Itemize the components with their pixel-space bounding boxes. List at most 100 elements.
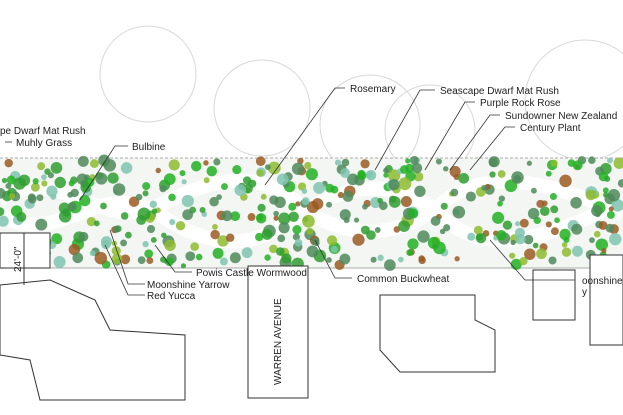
plant-symbol [509,252,516,259]
plant-symbol [1,177,8,184]
plant-symbol [32,178,39,185]
plant-symbol [111,253,123,265]
plant-symbol [550,227,559,236]
plant-symbol [234,184,247,196]
plant-symbol [255,232,264,242]
svg-text:24'-0": 24'-0" [13,246,24,272]
plant-symbol [337,191,344,199]
plant-symbol [497,170,506,178]
plant-symbol [609,232,622,246]
plant-symbol [179,170,186,177]
plant-symbol [311,198,324,210]
label-moonshine-right-2: y [582,287,587,298]
dimension: 24'-0" [13,233,25,285]
plant-symbol [408,208,419,219]
plant-symbol [502,220,513,230]
plant-symbol [120,162,133,174]
plant-symbol [181,179,187,185]
buildings [0,232,623,401]
plant-symbol [362,203,368,210]
plant-symbol [400,165,409,174]
planting-bed [0,154,623,271]
plant-symbol [67,202,77,212]
plant-symbol [306,245,319,258]
plant-symbol [304,161,312,170]
plant-symbol [550,159,558,167]
plant-symbol [142,182,151,191]
street-label: WARREN AVENUE [273,298,284,385]
plant-symbol [440,202,448,210]
plant-symbol [306,227,314,235]
plant-symbol [256,213,264,221]
plant-symbol [549,193,557,201]
plant-symbol [260,193,267,200]
plant-symbol [334,159,342,166]
plant-symbol [585,189,597,201]
plant-symbol [606,210,615,219]
plant-symbol [269,244,278,254]
plant-symbol [571,245,583,257]
plant-symbol [339,253,351,265]
plant-symbol [571,223,583,235]
plant-symbol [370,256,377,263]
plant-symbol [545,221,552,228]
plant-symbol [261,228,273,240]
plant-symbol [510,239,516,246]
plant-symbol [50,162,63,174]
plant-symbol [182,209,194,221]
plant-symbol [481,184,488,191]
plant-labels: pe Dwarf Mat Rush Muhly Grass Bulbine Ro… [0,84,623,302]
plant-symbol [54,176,66,189]
plant-symbol [405,158,411,164]
plant-symbol [605,223,615,233]
plant-symbol [607,157,613,164]
label-seascape-left: pe Dwarf Mat Rush [0,126,86,137]
plant-symbol [135,193,143,201]
plant-symbol [489,171,496,178]
plant-symbol [341,158,350,167]
plant-symbol [93,220,100,227]
plant-symbol [185,251,196,262]
label-sundowner: Sundowner New Zealand [505,111,617,122]
plant-symbol [536,248,547,260]
plant-symbol [353,217,360,223]
plant-symbol [374,227,381,233]
plant-symbol [541,200,548,207]
plant-symbol [608,206,614,212]
plant-symbol [4,158,13,168]
plant-symbol [366,170,374,178]
plant-symbol [165,257,174,267]
plant-symbol [9,192,16,200]
plant-symbol [514,227,525,238]
plant-symbol [229,252,241,264]
plant-symbol [159,185,167,193]
plant-symbol [388,179,400,191]
plant-symbol [559,174,572,188]
plant-symbol [146,257,154,265]
plant-symbol [492,211,505,224]
plant-symbol [545,170,552,177]
plant-symbol [125,231,132,239]
plant-symbol [221,210,233,222]
plant-symbol [326,235,338,246]
plant-symbol [274,196,286,209]
plant-symbol [90,159,99,168]
plant-symbol [6,175,16,185]
plant-symbol [257,203,266,212]
plant-symbol [267,161,281,175]
plant-symbol [360,159,370,169]
plant-symbol [366,230,376,240]
plant-symbol [72,252,84,264]
plant-symbol [617,179,623,188]
plant-symbol [164,239,176,252]
plant-symbol [0,215,9,227]
plant-symbol [301,197,310,206]
plant-symbol [68,243,81,256]
plant-symbol [430,216,441,226]
plant-symbol [78,231,89,242]
plant-symbol [168,159,180,171]
plant-symbol [467,232,476,241]
plant-symbol [36,194,44,202]
plant-symbol [418,256,426,265]
